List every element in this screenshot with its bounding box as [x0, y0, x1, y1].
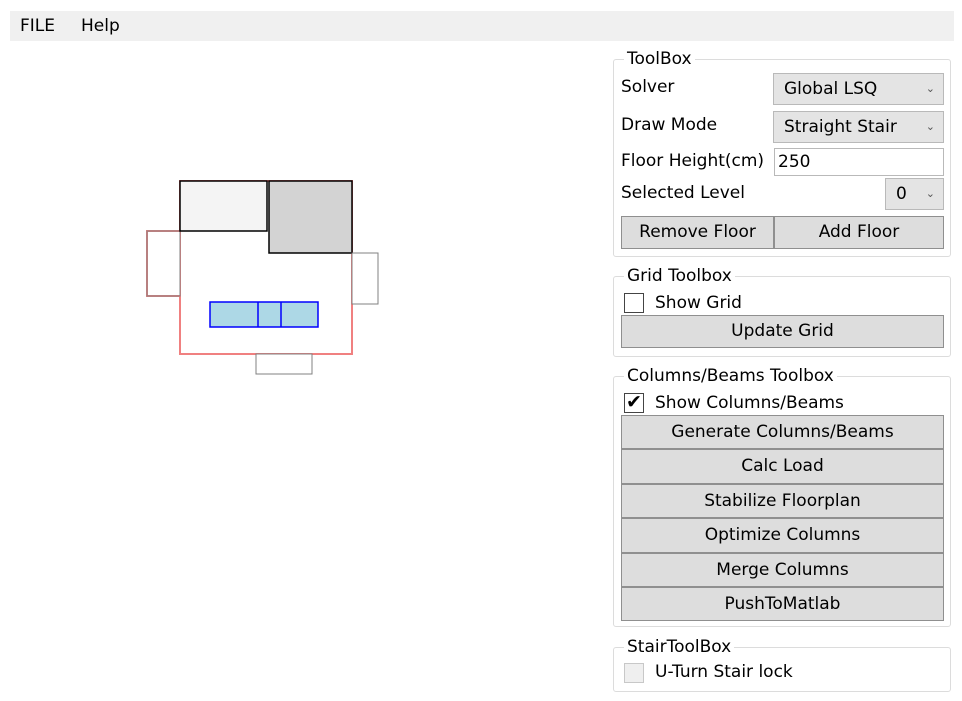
merge-columns-button[interactable]: Merge Columns [621, 553, 944, 587]
stabilize-floorplan-button[interactable]: Stabilize Floorplan [621, 484, 944, 518]
selected-level-label: Selected Level [621, 183, 745, 203]
uturn-stair-lock-checkbox[interactable] [624, 663, 644, 683]
draw-mode-value: Straight Stair [784, 117, 897, 137]
columns-beams-toolbox-group: Columns/Beams Toolbox ✔ Show Columns/Bea… [613, 365, 951, 627]
bottom-room [255, 353, 313, 375]
grid-toolbox-title: Grid Toolbox [624, 265, 735, 287]
room-light [179, 180, 268, 232]
add-floor-button[interactable]: Add Floor [774, 216, 944, 249]
grid-toolbox-group: Grid Toolbox Show Grid Update Grid [613, 265, 951, 357]
floor-height-label: Floor Height(cm) [621, 151, 765, 171]
chevron-down-icon: ⌄ [925, 187, 935, 200]
show-grid-label: Show Grid [655, 293, 742, 313]
generate-columns-beams-button[interactable]: Generate Columns/Beams [621, 415, 944, 449]
checkmark-icon: ✔ [626, 391, 642, 413]
selected-level-select[interactable]: 0 ⌄ [885, 178, 944, 210]
room-gray [268, 180, 353, 254]
toolbox-group: ToolBox Solver Global LSQ ⌄ Draw Mode St… [613, 48, 951, 257]
menu-help[interactable]: Help [81, 16, 120, 36]
optimize-columns-button[interactable]: Optimize Columns [621, 518, 944, 553]
columns-beams-toolbox-title: Columns/Beams Toolbox [624, 365, 837, 387]
menu-bar: FILE Help [10, 11, 954, 41]
draw-mode-select[interactable]: Straight Stair ⌄ [773, 111, 944, 143]
solver-value: Global LSQ [784, 79, 878, 99]
show-grid-checkbox[interactable] [624, 293, 644, 313]
remove-floor-button[interactable]: Remove Floor [621, 216, 774, 249]
uturn-stair-lock-label: U-Turn Stair lock [655, 662, 793, 682]
push-to-matlab-button[interactable]: PushToMatlab [621, 587, 944, 621]
chevron-down-icon: ⌄ [925, 82, 935, 95]
draw-mode-label: Draw Mode [621, 115, 718, 135]
stair-toolbox-group: StairToolBox U-Turn Stair lock [613, 636, 951, 692]
show-columns-beams-label: Show Columns/Beams [655, 393, 844, 413]
toolbox-title: ToolBox [624, 48, 695, 70]
show-columns-beams-checkbox[interactable]: ✔ [624, 391, 644, 413]
update-grid-button[interactable]: Update Grid [621, 315, 944, 348]
floorplan-canvas[interactable] [10, 41, 600, 696]
menu-file[interactable]: FILE [20, 16, 56, 36]
calc-load-button[interactable]: Calc Load [621, 449, 944, 484]
solver-select[interactable]: Global LSQ ⌄ [773, 73, 944, 105]
left-room [146, 230, 181, 297]
chevron-down-icon: ⌄ [925, 120, 935, 133]
stair-flight [209, 301, 319, 328]
floor-height-input[interactable]: 250 [774, 148, 944, 176]
selected-level-value: 0 [896, 184, 907, 204]
right-room [351, 252, 379, 305]
left-annex [146, 230, 180, 297]
solver-label: Solver [621, 77, 675, 97]
stair-toolbox-title: StairToolBox [624, 636, 735, 658]
